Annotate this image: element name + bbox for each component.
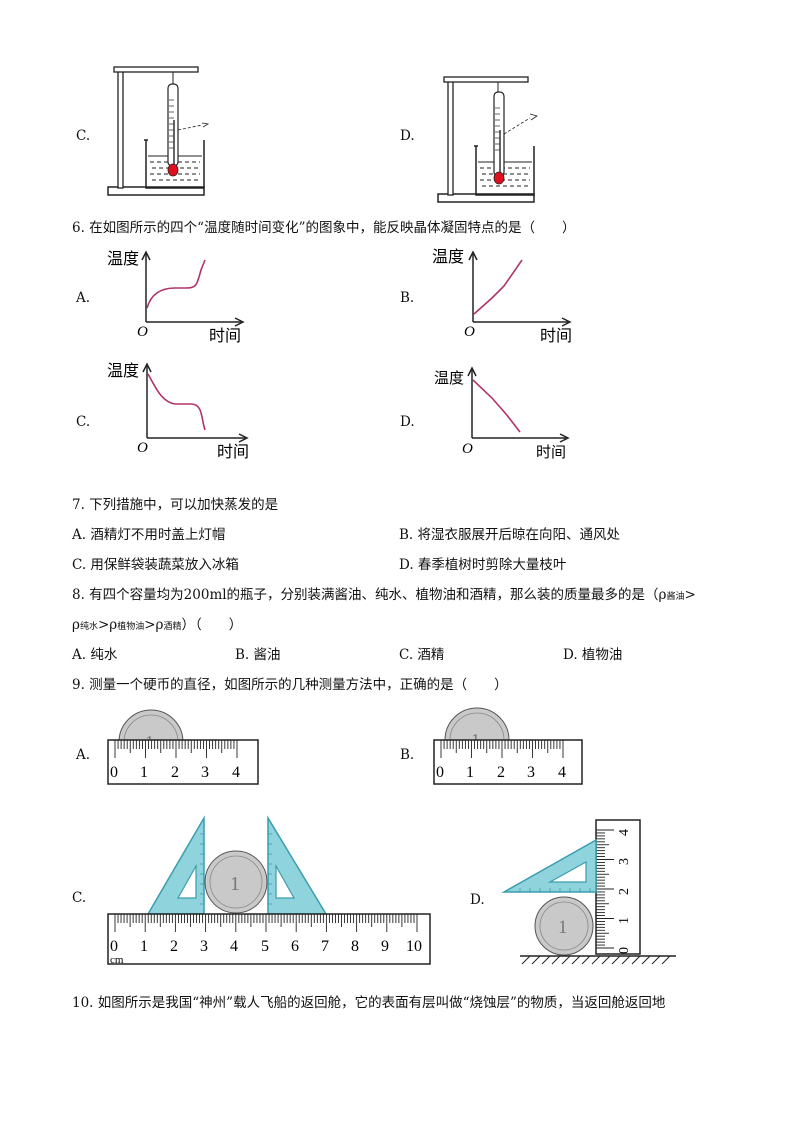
q8-gt-2: > <box>97 617 110 633</box>
q6-b-y-label: 温度 <box>432 248 464 266</box>
q8-option-a: A. 纯水 <box>72 647 118 663</box>
q9-c-tick-1: 1 <box>140 938 148 955</box>
q9-c-tick-6: 6 <box>291 938 299 955</box>
q9-option-a-label: A. <box>76 747 91 763</box>
q9-d-ruler-ticks <box>596 829 614 949</box>
q9-d-tick-4: 4 <box>617 829 632 836</box>
q6-a-origin: O <box>137 324 148 340</box>
q7-stem: 7. 下列措施中，可以加快蒸发的是 <box>72 497 279 513</box>
q9-figure-c: 1 0 1 2 3 4 5 6 7 8 9 10 cm <box>107 815 431 966</box>
q6-b-x-label: 时间 <box>540 327 572 345</box>
q8-rho-1: ρ <box>72 617 80 633</box>
q8-paren: ）（ ） <box>181 617 243 633</box>
q7-option-a: A. 酒精灯不用时盖上灯帽 <box>72 527 226 543</box>
q6-a-y-label: 温度 <box>107 250 139 268</box>
q9-c-tick-4: 4 <box>230 938 238 955</box>
q8-option-b: B. 酱油 <box>235 647 281 663</box>
q7-option-b: B. 将湿衣服展开后晾在向阳、通风处 <box>399 527 621 543</box>
q9-a-ruler-labels: 0 1 2 3 4 <box>110 764 240 781</box>
q8-rho-2: ρ <box>109 617 118 633</box>
q9-b-ruler-labels: 0 1 2 3 4 <box>436 764 566 781</box>
q6-graph-c: 温度 时间 O <box>107 362 249 461</box>
q8-option-d: D. 植物油 <box>563 647 623 663</box>
q9-b-tick-2: 2 <box>497 764 505 781</box>
q9-d-tick-3: 3 <box>617 858 632 865</box>
q6-graph-b: 温度 时间 O <box>432 248 572 345</box>
q9-c-unit: cm <box>110 954 124 966</box>
q6-option-d-label: D. <box>400 414 415 430</box>
q9-a-tick-3: 3 <box>201 764 209 781</box>
q8-gt-1: > <box>684 587 696 603</box>
q6-d-y-label: 温度 <box>434 370 464 387</box>
q9-a-tick-1: 1 <box>140 764 148 781</box>
q6-b-origin: O <box>464 324 475 340</box>
q9-d-ruler-labels: 0 1 2 3 4 <box>617 829 632 954</box>
q9-d-coin-digit: 1 <box>558 917 568 938</box>
q8-rho-3: ρ <box>155 617 164 633</box>
q9-c-tick-9: 9 <box>381 938 389 955</box>
q6-c-origin: O <box>137 440 148 456</box>
q9-b-tick-1: 1 <box>466 764 474 781</box>
q5-figure-d <box>437 76 538 203</box>
q9-b-ruler-ticks <box>440 740 564 758</box>
q5-option-c-label: C. <box>76 128 91 144</box>
q9-a-tick-4: 4 <box>232 764 240 781</box>
q8-sub-water: 纯水 <box>79 622 98 632</box>
q9-c-tick-10: 10 <box>406 938 422 955</box>
q6-c-x-label: 时间 <box>217 443 249 461</box>
q10-stem: 10. 如图所示是我国“神州”载人飞船的返回舱，它的表面有层叫做“烧蚀层”的物质… <box>72 995 666 1011</box>
q9-a-tick-2: 2 <box>171 764 179 781</box>
q8-stem-line2: ρ纯水>ρ植物油>ρ酒精）（ ） <box>72 616 242 636</box>
q7-option-c: C. 用保鲜袋装蔬菜放入冰箱 <box>72 557 239 573</box>
q9-c-tick-8: 8 <box>351 938 359 955</box>
q9-a-tick-0: 0 <box>110 764 118 781</box>
q6-d-origin: O <box>462 441 473 457</box>
q8-sub-veg: 植物油 <box>117 622 145 632</box>
q8-sub-soy: 酱油 <box>666 592 685 602</box>
q6-graph-d: 温度 时间 O <box>434 366 570 461</box>
q9-c-tick-5: 5 <box>261 938 269 955</box>
q9-option-c-label: C. <box>72 890 87 906</box>
q8-stem-text: 8. 有四个容量均为200ml的瓶子，分别装满酱油、纯水、植物油和酒精，那么装的… <box>72 587 667 603</box>
q9-d-tick-1: 1 <box>617 917 632 924</box>
q9-c-coin-digit: 1 <box>230 873 240 895</box>
q6-option-b-label: B. <box>400 290 415 306</box>
q6-d-x-label: 时间 <box>536 444 566 461</box>
q9-figure-d: 0 1 2 3 4 1 <box>501 819 676 965</box>
q9-c-tick-0: 0 <box>110 938 118 955</box>
q9-c-tick-2: 2 <box>170 938 178 955</box>
q9-d-tick-2: 2 <box>617 888 632 895</box>
q9-c-tick-7: 7 <box>321 938 329 955</box>
q6-stem: 6. 在如图所示的四个“温度随时间变化”的图象中，能反映晶体凝固特点的是（ ） <box>72 220 576 236</box>
q6-graph-a: 温度 时间 O <box>107 250 245 345</box>
q9-c-ruler-ticks <box>114 914 418 932</box>
q9-c-ruler-labels: 0 1 2 3 4 5 6 7 8 9 10 cm <box>110 938 422 966</box>
q5-figure-c <box>107 66 210 196</box>
q9-d-tick-0: 0 <box>617 947 632 954</box>
q9-a-ruler-ticks <box>114 740 238 758</box>
q9-stem: 9. 测量一个硬币的直径，如图所示的几种测量方法中，正确的是（ ） <box>72 677 508 693</box>
q9-b-tick-3: 3 <box>527 764 535 781</box>
q6-option-a-label: A. <box>76 290 91 306</box>
q9-option-b-label: B. <box>400 747 415 763</box>
q9-figure-b: 1 0 1 2 3 4 <box>433 707 583 785</box>
q8-gt-3: > <box>144 617 156 633</box>
q9-figure-a: 1 0 1 2 3 4 <box>107 709 259 785</box>
q6-option-c-label: C. <box>76 414 91 430</box>
q9-b-tick-0: 0 <box>436 764 444 781</box>
q8-option-c: C. 酒精 <box>399 647 445 663</box>
q8-sub-alc: 酒精 <box>163 622 182 632</box>
q9-b-tick-4: 4 <box>558 764 566 781</box>
q9-c-tick-3: 3 <box>200 938 208 955</box>
q6-c-y-label: 温度 <box>107 362 139 380</box>
q7-option-d: D. 春季植树时剪除大量枝叶 <box>399 557 567 573</box>
q5-option-d-label: D. <box>400 128 415 144</box>
q8-stem-line1: 8. 有四个容量均为200ml的瓶子，分别装满酱油、纯水、植物油和酒精，那么装的… <box>72 586 696 606</box>
q9-option-d-label: D. <box>470 892 485 908</box>
q6-a-x-label: 时间 <box>209 327 241 345</box>
